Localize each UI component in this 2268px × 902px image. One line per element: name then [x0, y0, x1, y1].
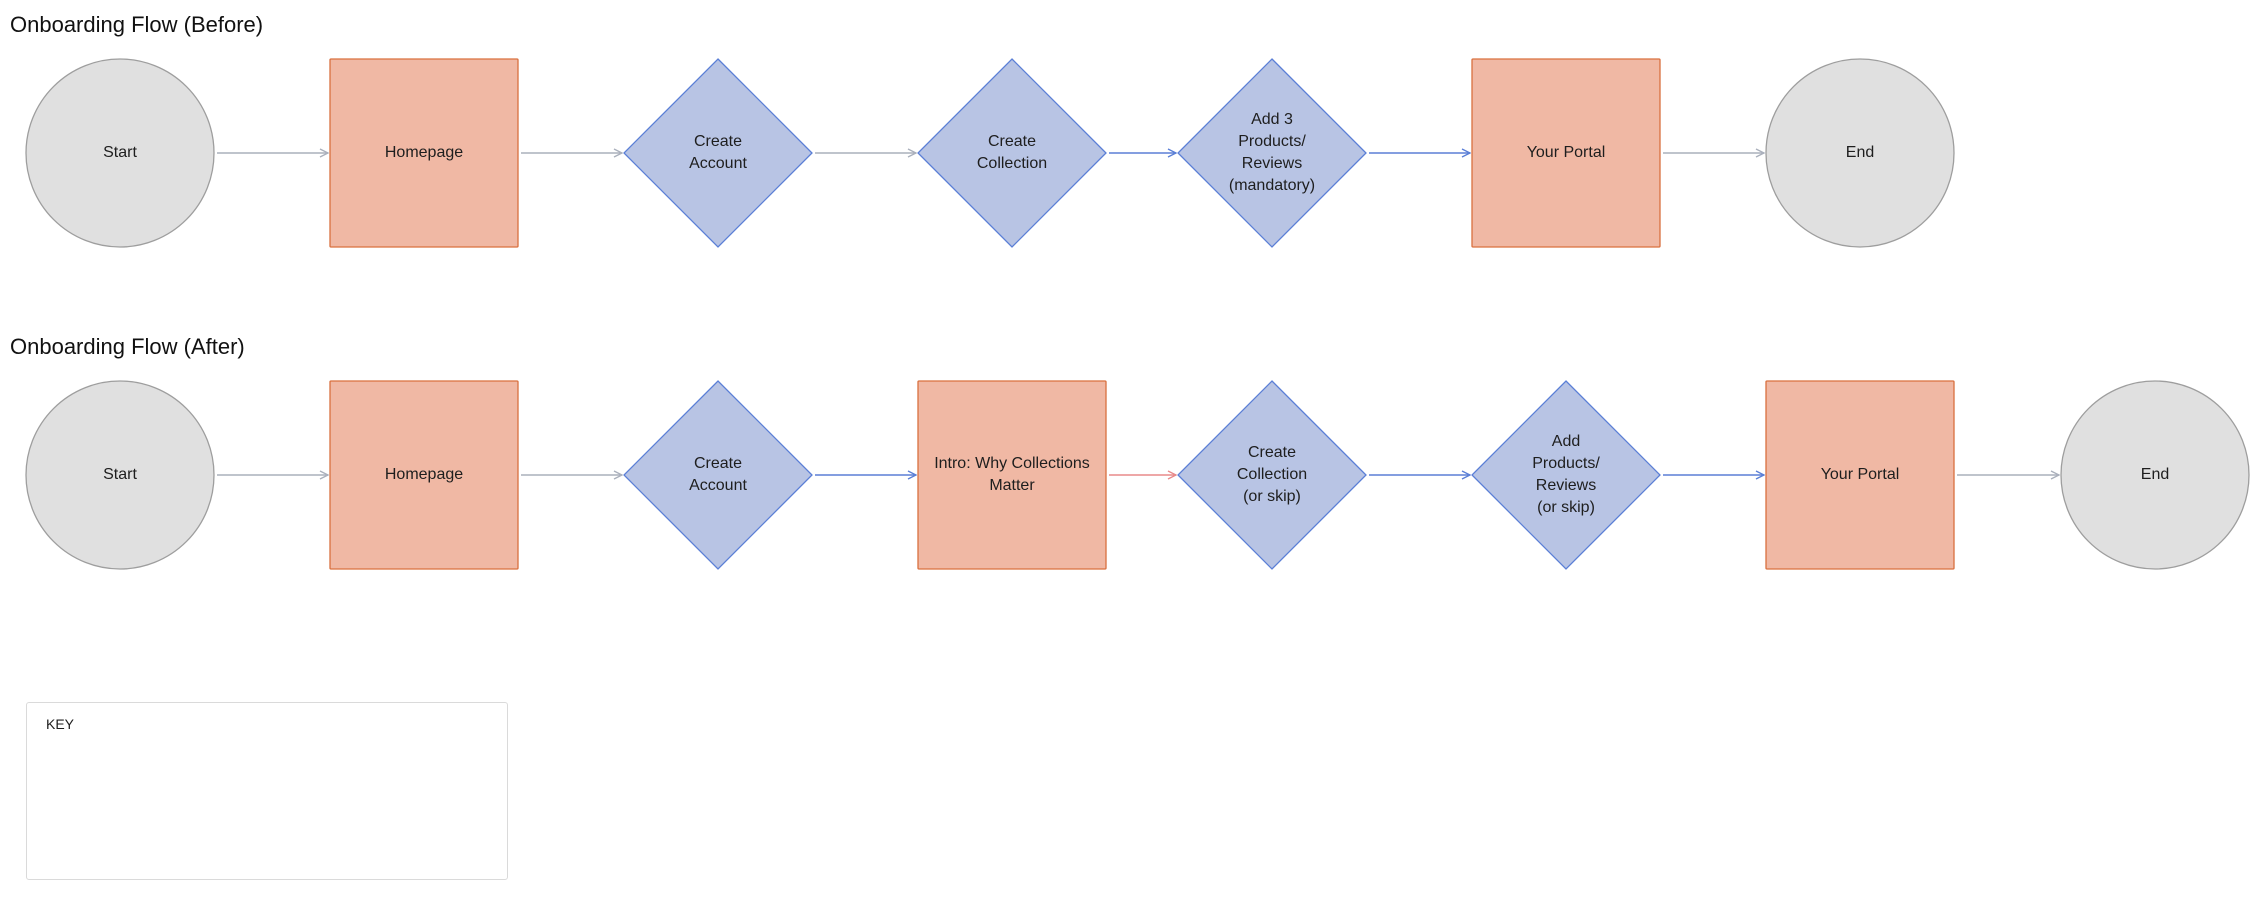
node-after-intro-why-collections-matter-label: Intro: Why Collections Matter — [934, 455, 1090, 494]
node-before-start-label: Start — [103, 144, 137, 161]
node-before-create-collection-shape — [917, 58, 1107, 248]
node-before-end-label: End — [1845, 144, 1875, 161]
node-after-create-account-shape — [623, 380, 813, 570]
node-after-your-portal-shape — [1765, 380, 1955, 570]
node-before-your-portal-label: Your Portal — [1526, 144, 1606, 161]
node-after-start-shape — [25, 380, 215, 570]
node-after-intro-why-collections-matter-shape — [917, 380, 1107, 570]
node-after-your-portal-label: Your Portal — [1820, 466, 1900, 483]
node-before-homepage-shape — [329, 58, 519, 248]
node-before-end-shape — [1765, 58, 1955, 248]
node-after-end-label: End — [2140, 466, 2170, 483]
node-after-create-account-label: Create Account — [689, 455, 747, 494]
node-before-add-3-products-reviews-mandatory-label: Add 3 Products/ Reviews (mandatory) — [1228, 111, 1316, 194]
flow-title-after: Onboarding Flow (After) — [10, 334, 245, 359]
node-before-create-collection-label: Create Collection — [976, 133, 1048, 172]
node-before-create-account-label: Create Account — [689, 133, 747, 172]
node-after-create-collection-or-skip-shape — [1177, 380, 1367, 570]
flow-title-before: Onboarding Flow (Before) — [10, 12, 264, 37]
node-after-add-products-reviews-or-skip-shape — [1471, 380, 1661, 570]
node-after-start-label: Start — [103, 466, 137, 483]
node-after-end-shape — [2060, 380, 2250, 570]
node-after-create-collection-or-skip-label: Create Collection (or skip) — [1236, 444, 1308, 505]
node-before-add-3-products-reviews-mandatory-shape — [1177, 58, 1367, 248]
node-before-homepage-label: Homepage — [384, 144, 464, 161]
node-after-homepage-label: Homepage — [384, 466, 464, 483]
node-before-create-account-shape — [623, 58, 813, 248]
node-before-start-shape — [25, 58, 215, 248]
key-legend — [26, 702, 508, 880]
key-title: KEY — [46, 716, 75, 732]
node-after-add-products-reviews-or-skip-label: Add Products/ Reviews (or skip) — [1532, 433, 1600, 516]
node-after-homepage-shape — [329, 380, 519, 570]
node-before-your-portal-shape — [1471, 58, 1661, 248]
